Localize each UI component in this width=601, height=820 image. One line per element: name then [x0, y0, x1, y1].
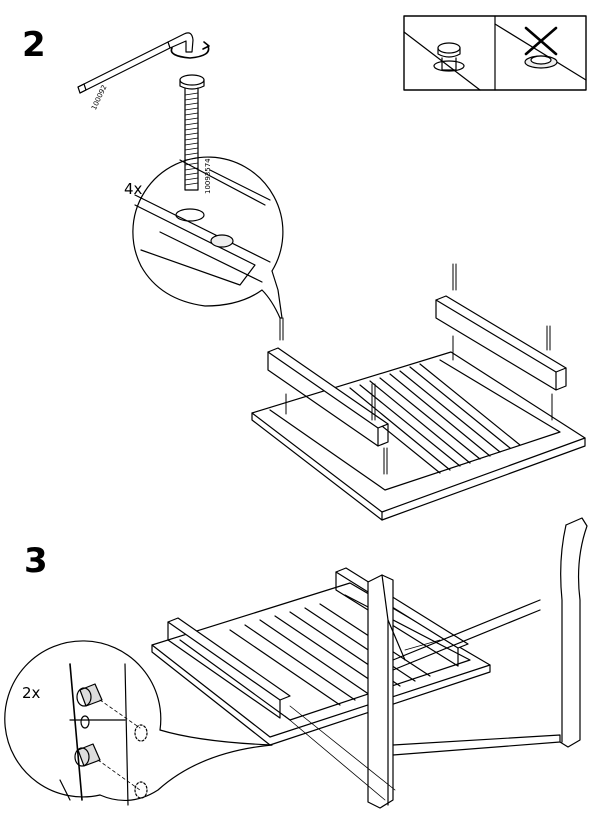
bolt-icon: [179, 74, 205, 191]
tightening-guide-box: [403, 15, 587, 91]
detail-magnifier-step2: [132, 156, 284, 319]
screw-overtight-crossed-icon: [524, 26, 558, 69]
screw-flush-icon: [433, 42, 465, 72]
screw-part-number: 10093574: [204, 158, 212, 194]
quantity-label: 2x: [22, 684, 41, 702]
leg-frame: [367, 517, 588, 809]
seat-frame-assembly: [251, 295, 586, 521]
step-number: 2: [22, 25, 46, 65]
alignment-lines: [284, 639, 441, 801]
seat-frame-step3: [151, 567, 491, 746]
quantity-label: 4x: [124, 180, 143, 198]
allen-key-icon: [77, 32, 194, 94]
rotate-arrow-icon: [170, 41, 210, 59]
wooden-dowel-icon: [74, 683, 148, 799]
screws-step2: [279, 263, 553, 475]
step-number: 3: [24, 541, 48, 581]
